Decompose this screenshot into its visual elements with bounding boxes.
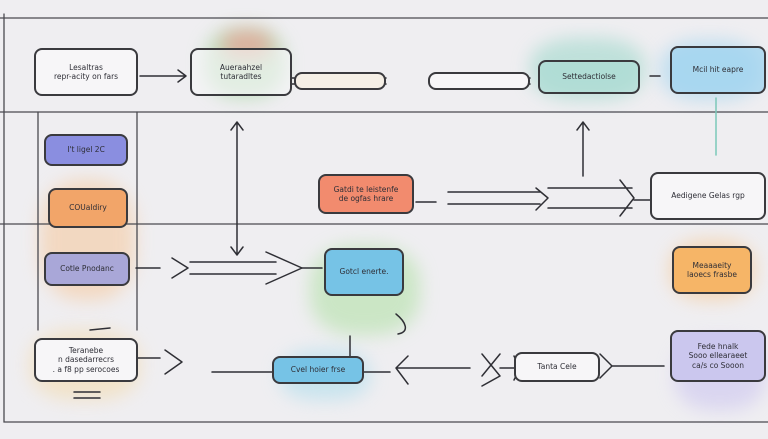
node-label: Teranebe n dasedarrecrs . a f8 pp seroco… <box>52 345 120 374</box>
arrow <box>576 121 590 177</box>
node-mcil: Mcil hit eapre <box>670 46 766 94</box>
arrow <box>535 179 635 217</box>
node-label: I't ligel 2C <box>67 145 105 155</box>
scribble <box>73 391 101 399</box>
node-label: Mcil hit eapre <box>692 65 744 75</box>
node-bar-2 <box>428 72 530 90</box>
node-cotle: Cotle Pnodanc <box>44 252 130 286</box>
frame-line <box>3 13 768 423</box>
node-label: COUaldiry <box>69 203 107 213</box>
node-aueraahzel: Aueraahzel tutaradltes <box>190 48 292 96</box>
scribble <box>89 327 111 331</box>
node-cvel: Cvel hoier frse <box>272 356 364 384</box>
arrow <box>481 353 501 387</box>
node-teranebe: Teranebe n dasedarrecrs . a f8 pp seroco… <box>34 338 138 382</box>
node-label: Tanta Cele <box>537 362 577 372</box>
node-label: Cvel hoier frse <box>290 365 346 375</box>
node-label: Gotcl enerte. <box>339 267 389 277</box>
node-label: Aedigene Gelas rgp <box>671 191 745 201</box>
node-label: Gatdi te leistenfe de ogfas hrare <box>333 184 399 203</box>
node-meaaaeity: Meaaaeity laoecs frasbe <box>672 246 752 294</box>
node-label: Settedactiolse <box>562 72 616 82</box>
node-label: Lesaltras repr-acity on fars <box>53 62 119 81</box>
node-ligel: I't ligel 2C <box>44 134 128 166</box>
node-label: Fede hnalk Sooo ellearaeet ca/s co Sooon <box>688 341 748 370</box>
node-lesaltras: Lesaltras repr-acity on fars <box>34 48 138 96</box>
arrow <box>171 251 303 285</box>
node-aedigene: Aedigene Gelas rgp <box>650 172 766 220</box>
arrow <box>230 121 244 256</box>
node-tanta: Tanta Cele <box>514 352 600 382</box>
node-gotcl: Gotcl enerte. <box>324 248 404 296</box>
node-gatdi: Gatdi te leistenfe de ogfas hrare <box>318 174 414 214</box>
node-label: Meaaaeity laoecs frasbe <box>687 260 737 279</box>
node-label: Cotle Pnodanc <box>60 264 114 274</box>
node-label: Aueraahzel tutaradltes <box>219 62 263 81</box>
node-settedactiolse: Settedactiolse <box>538 60 640 94</box>
arrow <box>395 355 471 385</box>
node-couaidiry: COUaldiry <box>48 188 128 228</box>
arrow <box>139 69 187 83</box>
node-bar-1 <box>294 72 386 90</box>
arrow <box>395 313 407 335</box>
arrow <box>164 349 183 375</box>
arrow <box>599 353 665 379</box>
arrow <box>447 191 541 205</box>
node-fede: Fede hnalk Sooo ellearaeet ca/s co Sooon <box>670 330 766 382</box>
